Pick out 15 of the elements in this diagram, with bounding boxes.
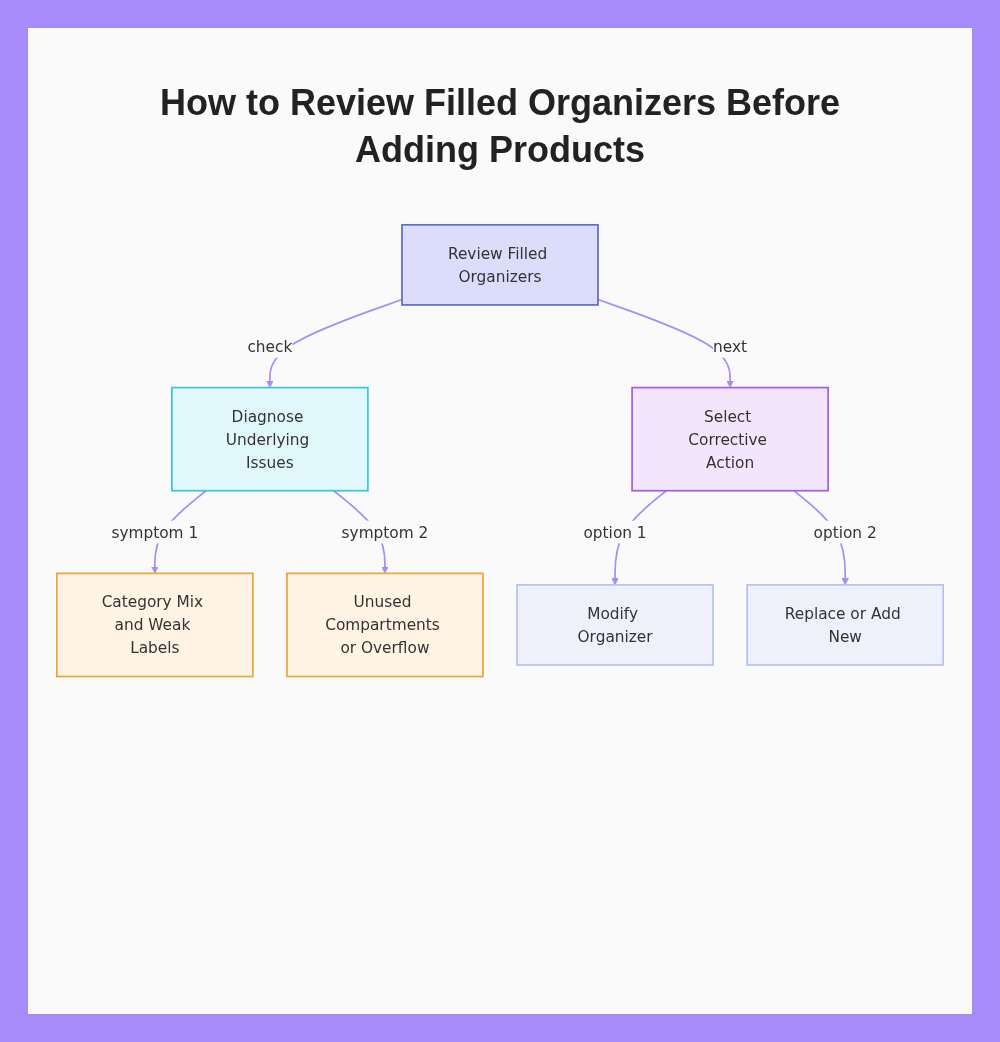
edge-label: next [713, 337, 748, 356]
node-box: Modify Organizer [516, 584, 714, 666]
edge-label: symptom 1 [111, 523, 199, 541]
edge-label: check [247, 337, 293, 356]
node-box: Diagnose Underlying Issues [171, 386, 369, 492]
node-box: Review Filled Organizers [401, 223, 599, 306]
node-box: Replace or Add New [746, 584, 944, 666]
node-box: Category Mix and Weak Labels [56, 572, 254, 678]
edge-label: symptom 2 [341, 523, 429, 541]
diagram-title: How to Review Filled Organizers Before Adding Products [158, 81, 842, 172]
edge-label: option 1 [583, 523, 647, 541]
edge-label: option 2 [813, 523, 877, 541]
arrow [266, 298, 403, 388]
node-box: Unused Compartments or Overflow [286, 572, 484, 678]
node-box: Select Corrective Action [631, 386, 829, 492]
